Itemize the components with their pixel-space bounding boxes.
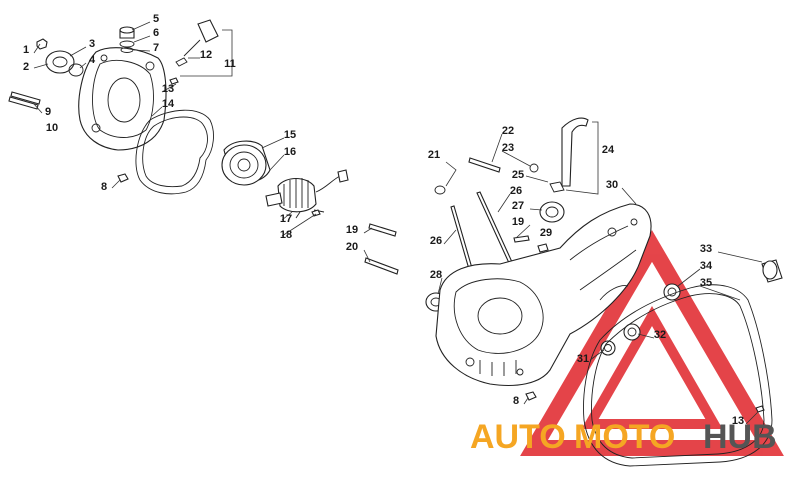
watermark-text: AUTO MOTO HUB [470, 418, 777, 456]
part-label-26: 26 [510, 185, 522, 197]
stator [265, 169, 349, 219]
part-label-23: 23 [502, 142, 514, 154]
part-label-18: 18 [280, 229, 292, 241]
part-label-27: 27 [512, 200, 524, 212]
part-label-8: 8 [513, 395, 519, 407]
cover-gasket [135, 109, 214, 195]
part-label-28: 28 [430, 269, 442, 281]
part-label-7: 7 [153, 42, 159, 54]
part-label-15: 15 [284, 129, 296, 141]
part-label-26: 26 [430, 235, 442, 247]
leader-lines [33, 21, 763, 425]
part-label-11: 11 [224, 58, 236, 70]
part-label-6: 6 [153, 27, 159, 39]
part-label-33: 33 [700, 243, 712, 255]
flywheel-rotor [221, 140, 271, 186]
part-label-22: 22 [502, 125, 514, 137]
part-label-29: 29 [540, 227, 552, 239]
part-label-20: 20 [346, 241, 358, 253]
part-label-21: 21 [428, 149, 440, 161]
part-label-2: 2 [23, 61, 29, 73]
part-label-8: 8 [101, 181, 107, 193]
part-label-34: 34 [700, 260, 713, 272]
part-label-13: 13 [162, 83, 174, 95]
part-label-4: 4 [89, 54, 96, 66]
part-label-31: 31 [577, 353, 589, 365]
watermark-triangle [520, 230, 784, 456]
part-label-16: 16 [284, 146, 296, 158]
part-label-1: 1 [23, 44, 29, 56]
crankcase-assembly [364, 117, 783, 413]
part-label-13: 13 [732, 415, 744, 427]
part-label-3: 3 [89, 38, 95, 50]
part-label-24: 24 [602, 144, 615, 156]
part-label-19: 19 [512, 216, 524, 228]
part-label-25: 25 [512, 169, 524, 181]
part-label-30: 30 [606, 179, 618, 191]
part-label-17: 17 [280, 213, 292, 225]
side-cover-assembly [8, 19, 219, 183]
watermark-hub: HUB [703, 418, 777, 456]
part-label-10: 10 [46, 122, 58, 134]
part-label-5: 5 [153, 13, 159, 25]
watermark-auto: AUTO [470, 418, 566, 456]
part-label-19: 19 [346, 224, 358, 236]
part-label-32: 32 [654, 329, 666, 341]
part-label-35: 35 [700, 277, 712, 289]
part-label-9: 9 [45, 106, 51, 118]
watermark-moto: MOTO [574, 418, 675, 456]
part-label-12: 12 [200, 49, 212, 61]
crankcase-gasket [583, 284, 773, 467]
part-label-14: 14 [162, 98, 175, 110]
